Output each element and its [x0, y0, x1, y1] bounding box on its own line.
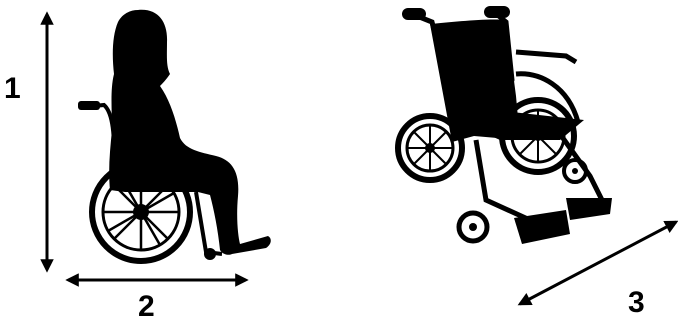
dimension-label-2: 2: [138, 290, 155, 320]
wheelchair-silhouette-icon: [398, 6, 612, 244]
person-in-wheelchair-silhouette-icon: [78, 10, 271, 261]
dimension-label-3: 3: [628, 286, 645, 319]
dimension-label-1: 1: [4, 72, 21, 105]
